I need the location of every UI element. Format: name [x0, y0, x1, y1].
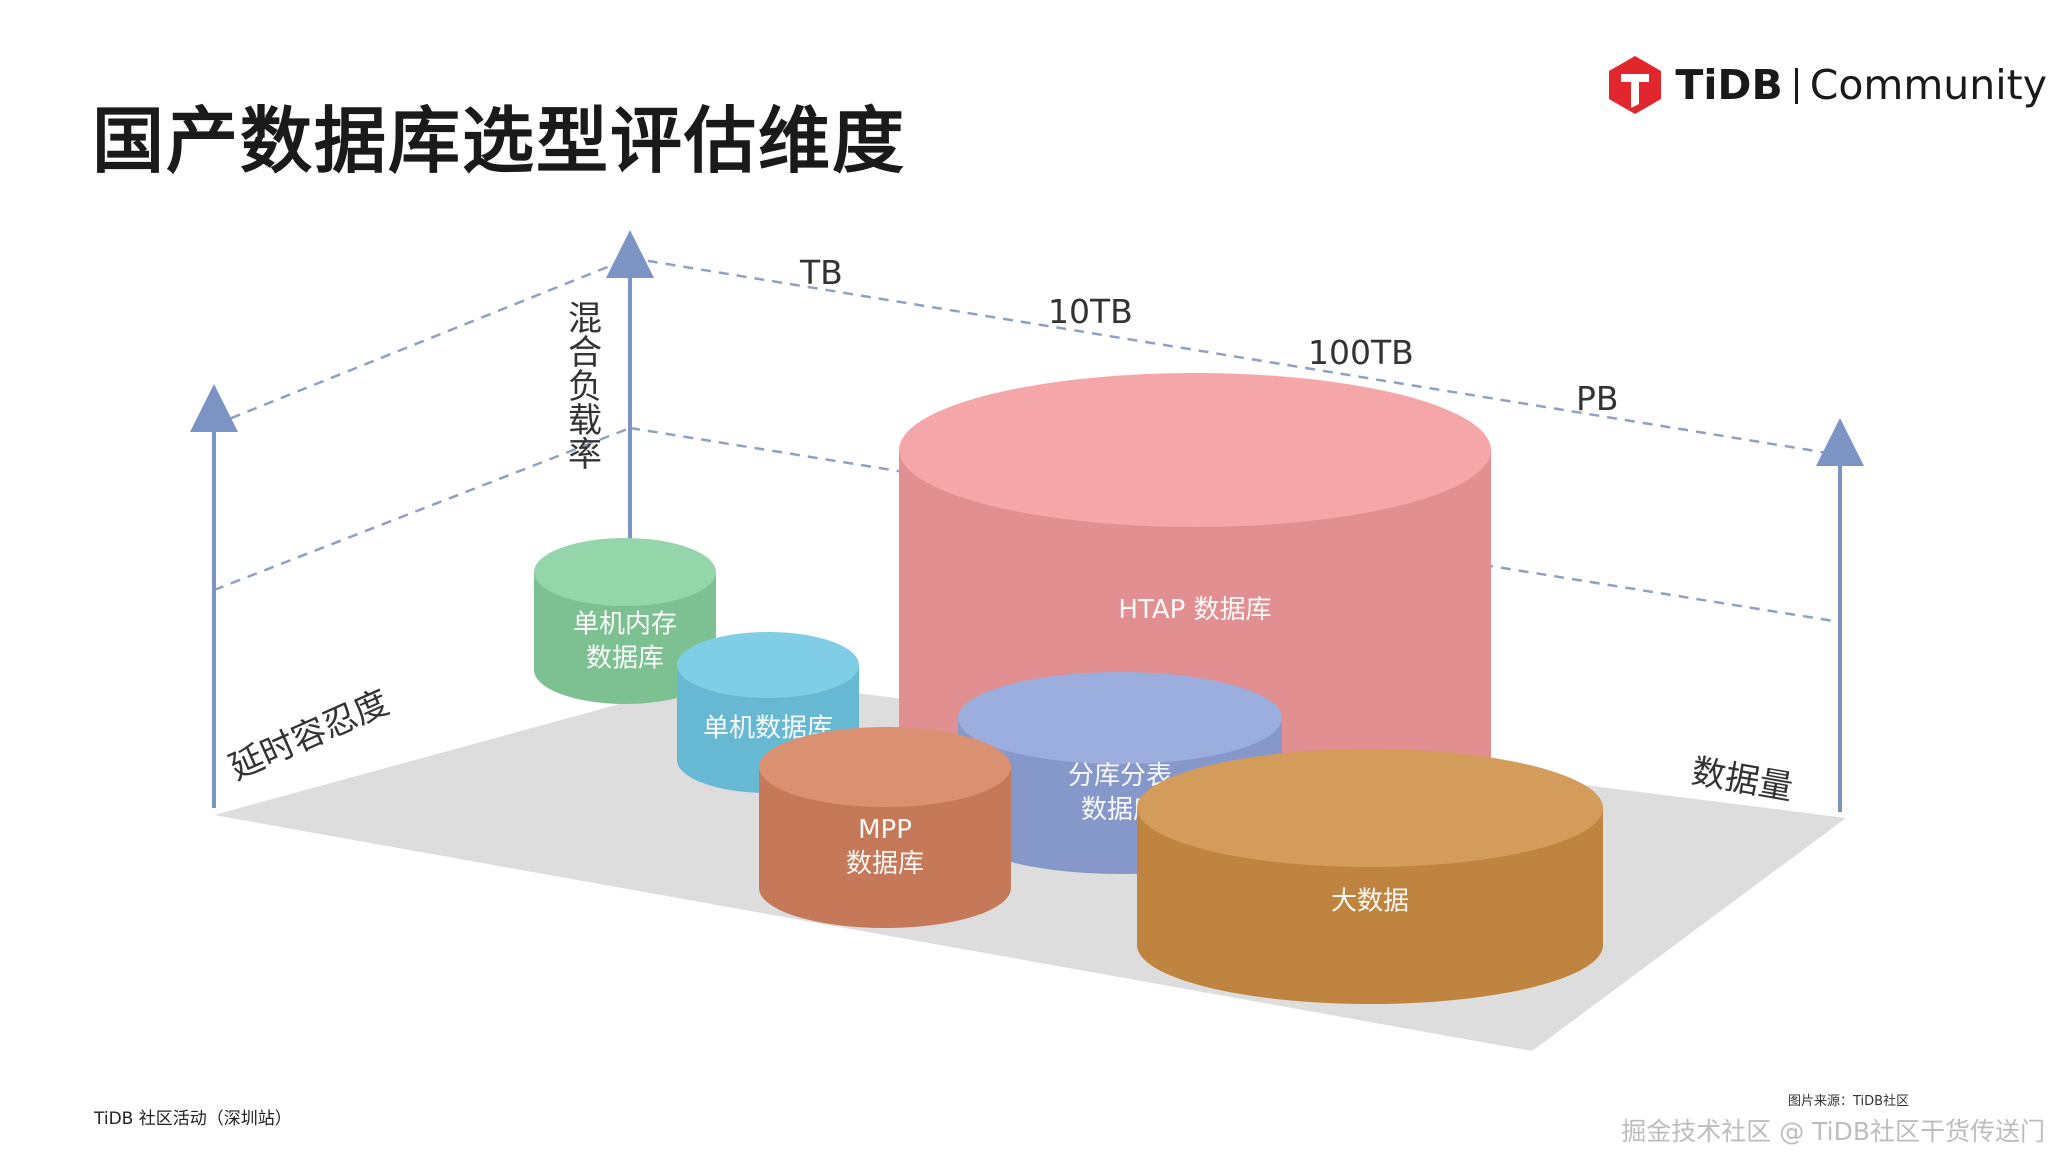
cylinder-top [677, 632, 859, 698]
vertical-axis-char: 载 [568, 401, 602, 441]
cylinder-top [1137, 749, 1603, 867]
watermark: 掘金技术社区 @ TiDB社区干货传送门 [1621, 1117, 2045, 1146]
cylinder-bigdata: 大数据 [1137, 749, 1603, 1004]
vertical-axis-char: 负 [568, 367, 602, 407]
logo-brand: TiDB [1675, 61, 1783, 109]
tidb-logo-icon [1609, 56, 1662, 114]
cylinder-label: MPP [858, 815, 912, 845]
vertical-axis-char: 合 [568, 333, 602, 373]
depth-axis-label: 延时容忍度 [223, 683, 395, 789]
vertical-axis-char: 率 [568, 435, 602, 475]
data-volume-label: 数据量 [1688, 751, 1795, 808]
cylinder-label: HTAP 数据库 [1118, 595, 1271, 625]
scale-tick-label: 100TB [1308, 333, 1414, 372]
tidb-community-logo: TiDB Community [1607, 50, 2047, 120]
scale-tick-label: TB [799, 253, 843, 292]
cylinder-top [534, 538, 716, 606]
cylinder-label: 数据库 [846, 849, 924, 879]
axis-arrows [190, 230, 1864, 812]
event-caption: TiDB 社区活动（深圳站） [94, 1109, 292, 1129]
cylinder-top [759, 727, 1011, 807]
scale-tick-label: PB [1576, 379, 1619, 418]
image-source: 图片来源：TiDB社区 [1788, 1094, 1910, 1109]
cylinder-top [958, 672, 1282, 764]
cylinder-body [534, 572, 716, 704]
logo-separator [1794, 68, 1798, 104]
page-title: 国产数据库选型评估维度 [92, 99, 907, 183]
scale-tick-label: 10TB [1048, 292, 1133, 331]
cylinder-label: 数据库 [586, 644, 664, 674]
vertical-axis-char: 混 [568, 299, 602, 339]
cylinder-mpp: MPP 数据库 [759, 727, 1011, 928]
cylinder-body [759, 767, 1011, 928]
cylinder-label: 大数据 [1331, 886, 1409, 916]
scale-ticks: TB 10TB 100TB PB [799, 253, 1619, 418]
logo-name: Community [1809, 61, 2047, 109]
cylinder-top [899, 373, 1491, 527]
cylinder-label: 单机内存 [573, 610, 677, 640]
